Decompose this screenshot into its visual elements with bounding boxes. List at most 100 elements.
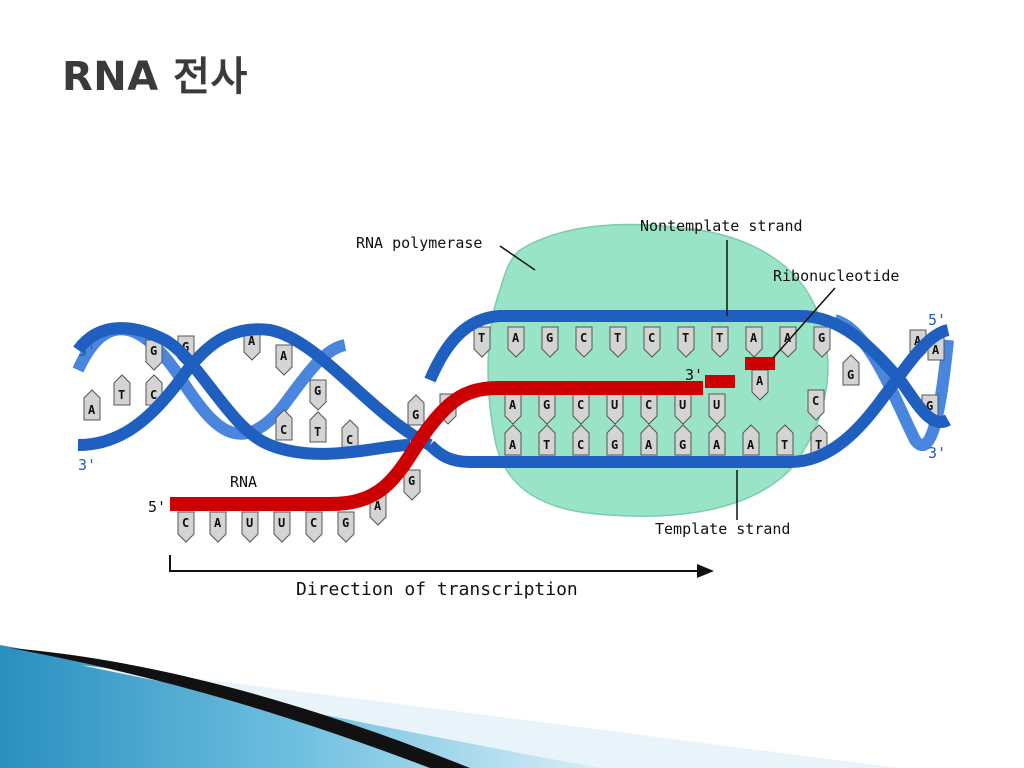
bubble-nontemplate-strand (424, 310, 951, 428)
left-helix-base: G (309, 379, 327, 411)
rna-3-prime-end-segment (705, 375, 735, 388)
right-5-prime-label: 5' (928, 311, 946, 329)
left-helix-base: T (309, 411, 327, 443)
rna-tail-base: U (273, 511, 291, 543)
template-base: T (776, 424, 794, 456)
nontemplate-base: A (745, 326, 763, 358)
left-helix-base-letter: C (346, 433, 353, 447)
left-helix-strand-front-top (73, 322, 411, 460)
rna-bubble-base-letter: A (509, 398, 517, 412)
template-base-letter: A (747, 438, 755, 452)
nontemplate-base-letter: C (580, 331, 587, 345)
left-helix-base-letter: C (280, 423, 287, 437)
rna-tail-base: A (209, 511, 227, 543)
template-base: A (708, 424, 726, 456)
rna-tail-base-letter: A (374, 499, 382, 513)
rna-tail-base: U (241, 511, 259, 543)
template-base-letter: T (543, 438, 550, 452)
bubble-template-strand (425, 324, 950, 468)
template-base: G (674, 424, 692, 456)
rna-bubble-base-letter: U (611, 398, 618, 412)
right-helix-base: C (807, 389, 825, 421)
nontemplate-base: C (643, 326, 661, 358)
left-helix-base-letter: G (314, 384, 321, 398)
nontemplate-base: T (609, 326, 627, 358)
rna-polymerase-label: RNA polymerase (356, 234, 482, 252)
nontemplate-base: T (473, 326, 491, 358)
left-helix-base-letter: C (150, 388, 157, 402)
direction-label: Direction of transcription (296, 579, 578, 600)
left-helix-base-letter: G (412, 408, 419, 422)
template-base-letter: T (781, 438, 788, 452)
decorative-swoosh-dark (10, 648, 470, 768)
nontemplate-base: T (677, 326, 695, 358)
rna-bubble-base-letter: C (645, 398, 652, 412)
rna-strand (170, 381, 703, 511)
template-base: C (572, 424, 590, 456)
template-strand-label: Template strand (655, 520, 790, 538)
nontemplate-base-letter: T (716, 331, 723, 345)
rna-tail-base-letter: C (182, 516, 189, 530)
left-helix-base-letter: G (150, 344, 157, 358)
left-helix-base: G (407, 394, 425, 426)
nontemplate-base-letter: A (784, 331, 792, 345)
right-helix-base-letter: A (914, 334, 922, 348)
nontemplate-base: A (507, 326, 525, 358)
rna-tail-base: G (403, 469, 421, 501)
nontemplate-base: G (541, 326, 559, 358)
rna-bubble-base-letter: U (679, 398, 686, 412)
rna-tail-base-letter: C (310, 516, 317, 530)
slide-title: RNA 전사 (62, 54, 248, 100)
template-base: G (606, 424, 624, 456)
rna-label: RNA (230, 473, 257, 491)
nontemplate-strand-label: Nontemplate strand (640, 217, 803, 235)
left-helix-base: C (275, 409, 293, 441)
right-helix-base-letter: G (926, 399, 933, 413)
template-base: T (538, 424, 556, 456)
template-base-letter: A (645, 438, 653, 452)
left-helix-base: A (275, 344, 293, 376)
template-base: A (504, 424, 522, 456)
rna-bubble-base-letter: G (543, 398, 550, 412)
right-helix-base-letter: G (847, 368, 854, 382)
right-helix-base: G (842, 354, 860, 386)
template-base: A (640, 424, 658, 456)
left-helix-base: T (113, 374, 131, 406)
right-3-prime-label: 3' (928, 444, 946, 462)
template-base-letter: A (713, 438, 721, 452)
nontemplate-base-letter: C (648, 331, 655, 345)
left-helix-base-letter: A (248, 334, 256, 348)
nontemplate-base-letter: A (512, 331, 520, 345)
incoming-ribonucleotide-base-letter: A (756, 374, 764, 388)
rna-tail-base: G (337, 511, 355, 543)
left-helix-base-letter: T (118, 388, 125, 402)
left-helix-strand-front-bottom (77, 323, 433, 451)
rna-tail-base: C (305, 511, 323, 543)
template-base-letter: G (611, 438, 618, 452)
rna-tail-base-letter: U (278, 516, 285, 530)
rna-bubble-base-letter: C (577, 398, 584, 412)
template-base-letter: G (679, 438, 686, 452)
left-3-prime-label: 3' (78, 456, 96, 474)
template-base-letter: A (509, 438, 517, 452)
left-5-prime-label: 5' (78, 342, 96, 360)
template-base-letter: C (577, 438, 584, 452)
rna-bubble-base-letter: U (713, 398, 720, 412)
rna-3-prime-label: 3' (685, 366, 703, 384)
ribonucleotide-label: Ribonucleotide (773, 267, 899, 285)
rna-bubble-base: U (708, 393, 726, 425)
nontemplate-base-letter: G (818, 331, 825, 345)
ribonucleotide-pointer (772, 287, 836, 359)
left-helix-base-letter: A (280, 349, 288, 363)
rna-tail-base-letter: U (246, 516, 253, 530)
direction-arrow-head (697, 564, 714, 578)
decorative-swoosh-light (80, 665, 900, 768)
rna-tail-base-letter: G (408, 474, 415, 488)
left-helix-base-letter: A (88, 403, 96, 417)
rna-tail-base-letter: G (342, 516, 349, 530)
left-helix-base-letter: T (314, 425, 321, 439)
left-helix-base: A (83, 389, 101, 421)
left-helix-base-letter: G (182, 340, 189, 354)
